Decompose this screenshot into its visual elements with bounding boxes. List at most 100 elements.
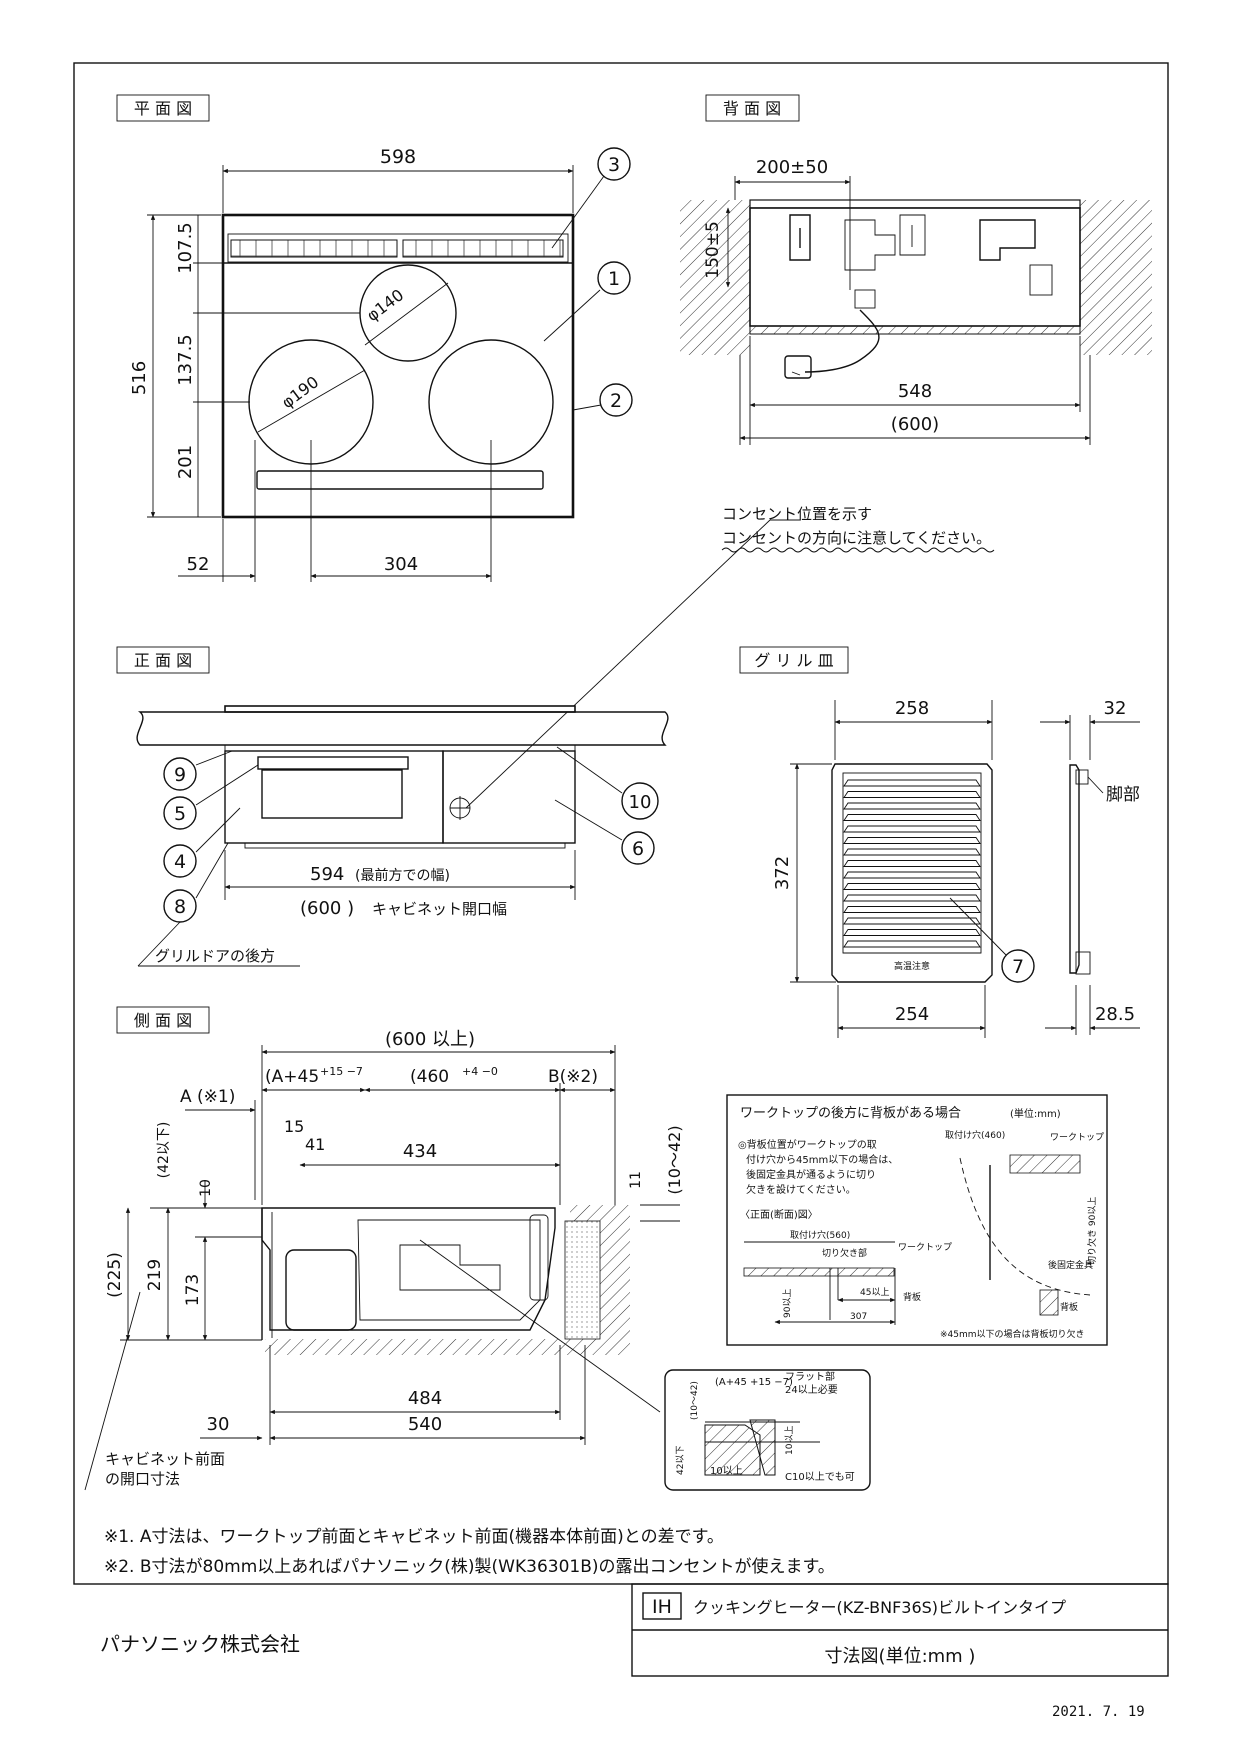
tray-bottom-dim: 254 [895,1004,929,1025]
grill-slat [843,917,981,925]
backboard-title: ワークトップの後方に背板がある場合 [740,1105,961,1121]
grill-slat [843,791,981,798]
side-total-dim: (600 以上) [385,1029,475,1050]
flat-c10: C10以上でも可 [785,1471,855,1483]
backboard-unit: (単位:mm) [1010,1107,1061,1120]
product-title: クッキングヒーター(KZ-BNF36S)ビルトインタイプ [693,1598,1066,1617]
ih-badge: IH [652,1596,672,1618]
side-173-dim: 173 [183,1274,203,1306]
grill-tray-slats [843,779,981,948]
note-1: ※1. A寸法は、ワークトップ前面とキャビネット前面(機器本体前面)との差です。 [104,1527,724,1547]
rear-space-fill [564,1220,601,1340]
back-width-dim: 548 [898,381,932,402]
grill-slat [843,848,981,856]
grill-slat [843,802,981,810]
side-depth-tol: +4 −0 [462,1065,498,1078]
grill-slat [843,814,981,821]
plan-rear-dim: 107.5 [175,222,196,274]
front-cabinet-note: キャビネット開口幅 [372,900,507,918]
power-cord [804,309,880,373]
backboard-inset: ワークトップの後方に背板がある場合 (単位:mm) ◎背板位置がワークトップの取… [726,1094,1108,1346]
backboard-307: 307 [850,1312,867,1322]
grill-tray-title: グ リ ル 皿 [754,651,833,670]
callout-7: 7 [1012,956,1024,978]
large-burner-dia: φ190 [278,372,322,412]
note-2: ※2. B寸法が80mm以上あればパナソニック(株)製(WK36301B)の露出… [104,1557,835,1577]
plan-left-offset-dim: 52 [187,554,210,575]
side-15-dim: 15 [284,1117,304,1136]
backboard-bracket: 後固定金具 [1048,1259,1093,1271]
front-width-note: (最前方での幅) [355,867,450,884]
outlet-note: コンセント位置を示す コンセントの方向に注意してください。 [465,371,995,809]
flat-10b: 10以上 [710,1465,743,1477]
flat-10-42: (10〜42) [690,1381,700,1420]
grill-slat [843,894,981,902]
flat-min: 24以上必要 [785,1383,838,1396]
plan-burner-pitch-dim: 304 [384,554,418,575]
tray-height-dim: 32 [1104,698,1127,719]
side-219-dim: 219 [145,1259,165,1291]
flat-42: 42以下 [676,1446,686,1475]
callout-1-circle [597,261,631,295]
plan-front-dim: 201 [175,445,196,479]
tray-warning-text: 高温注意 [894,960,930,972]
backboard-board-a: 背板 [903,1291,921,1303]
grill-slat [843,871,981,879]
plan-mid-dim: 137.5 [175,334,196,386]
side-10-42-dim: (10〜42) [665,1125,684,1194]
grill-slat [843,837,981,844]
cabinet-opening-note1: キャビネット前面 [105,1450,225,1468]
flat-10a: 10以上 [784,1426,795,1455]
side-434-dim: 434 [403,1141,437,1162]
backboard-note2: 付け穴から45mm以下の場合は、 [746,1153,898,1166]
grill-tray-side [1069,764,1080,974]
flat-a-dim: (A+45 +15 −7) [715,1377,793,1388]
drawing-date: 2021. 7. 19 [1052,1704,1145,1720]
grill-slat [843,825,981,833]
grill-tray-view: グ リ ル 皿 高温注意 258 372 254 32 28.5 脚部 [739,646,1140,1038]
drawing-frame [73,62,1169,1585]
callout-6: 6 [632,838,644,860]
side-a-label: A (※1) [180,1087,235,1107]
side-a-dim: (A+45 [265,1067,319,1087]
backboard-hole-460: 取付け穴(460) [945,1129,1005,1141]
backboard-note1: ◎背板位置がワークトップの取 [738,1138,877,1151]
tray-width-dim: 258 [895,698,929,719]
grill-tray-outline [831,763,993,983]
front-width-dim: 594 [310,864,344,885]
backboard-footnote: ※45mm以下の場合は背板切り欠き [940,1328,1085,1340]
backboard-90: 90以上 [782,1289,793,1318]
side-30-dim: 30 [207,1414,230,1435]
back-view-title: 背 面 図 [723,99,781,118]
exhaust-vent-right [402,239,564,258]
backboard-worktop-b: ワークトップ [1050,1132,1104,1143]
tray-foot-height-dim: 28.5 [1095,1004,1135,1025]
company-name: パナソニック株式会社 [100,1632,300,1656]
side-unit-outline [261,1207,556,1331]
back-cord-position-dim: 200±50 [756,157,828,178]
side-225-dim: (225) [105,1252,125,1298]
callout-4: 4 [174,851,186,873]
small-burner-dia: φ140 [363,285,407,325]
grill-slat [843,883,981,890]
outlet-note-line1: コンセント位置を示す [722,505,872,523]
callout-9: 9 [174,764,186,786]
tray-foot-label: 脚部 [1106,785,1140,805]
grill-window [261,769,403,819]
side-41-dim: 41 [305,1135,325,1154]
back-view: 背 面 図 200±50 150±5 548 (600) [680,94,1152,445]
callout-1: 1 [608,268,620,290]
callout-10: 10 [629,792,652,813]
plan-view: 平 面 図 φ140 φ190 598 516 107.5 137.5 201 [116,94,633,582]
front-view-title: 正 面 図 [134,651,192,670]
right-cabinet-panel [442,750,576,844]
side-b-dim: B(※2) [548,1067,598,1087]
side-10-dim: 10 [198,1179,214,1197]
cabinet-opening-note2: の開口寸法 [105,1470,180,1488]
front-cabinet-dim: (600 ) [300,898,354,919]
backboard-section-title: 〈正面(断面)図〉 [740,1208,818,1221]
plan-view-title: 平 面 図 [134,99,192,118]
callout-2: 2 [610,390,622,412]
callout-2-circle [599,383,633,417]
grill-slat [843,779,981,787]
